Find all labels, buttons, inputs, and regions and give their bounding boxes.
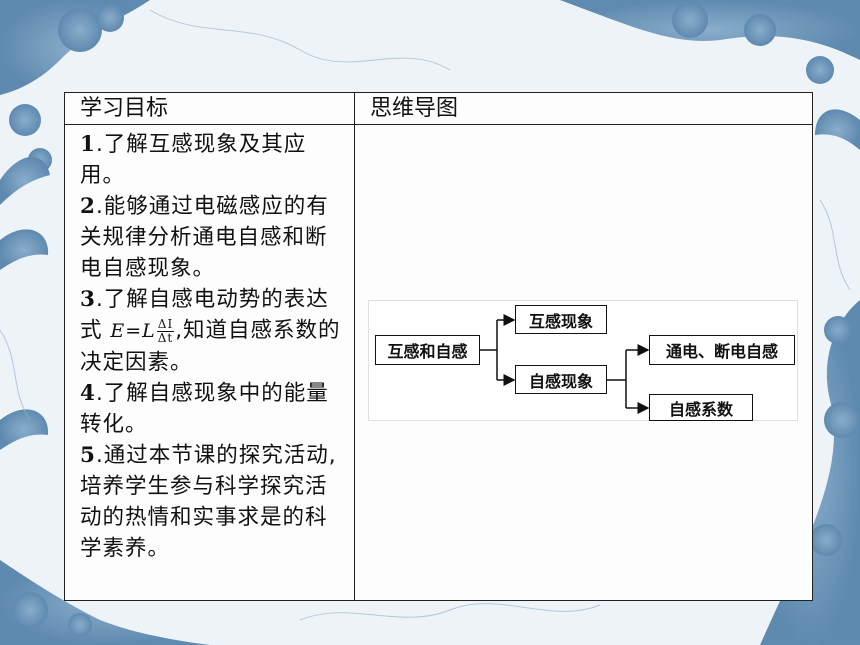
- header-learning-objectives: 学习目标: [80, 96, 169, 121]
- mind-map-connectors: [480, 314, 650, 414]
- formula-lhs: E=L: [110, 320, 156, 342]
- objective-text: .了解自感电动势的表达式: [80, 287, 329, 343]
- node-self-induction: 自感现象: [515, 365, 607, 394]
- column-divider: [354, 93, 355, 600]
- header-divider: [65, 124, 812, 125]
- objective-text: .能够通过电磁感应的有关规律分析通电自感和断电自感现象。: [80, 194, 329, 281]
- objective-text: .通过本节课的探究活动,培养学生参与科学探究活动的热情和实事求是的科学素养。: [80, 443, 337, 561]
- bottom-left-flourish: [0, 409, 210, 645]
- node-self-inductance: 自感系数: [649, 394, 753, 421]
- objective-number: 5: [80, 443, 96, 468]
- fraction-denominator: Δt: [157, 330, 174, 345]
- objectives-list: 1.了解互感现象及其应用。 2.能够通过电磁感应的有关规律分析通电自感和断电自感…: [80, 129, 348, 564]
- node-root: 互感和自感: [375, 335, 480, 365]
- top-left-flourish: [0, 0, 150, 270]
- objective-number: 1: [80, 132, 96, 157]
- mind-map-diagram: 互感和自感 互感现象 自感现象 通电、断电自感 自感系数: [368, 300, 798, 421]
- header-mind-map: 思维导图: [370, 96, 459, 121]
- objective-1: 1.了解互感现象及其应用。: [80, 129, 348, 191]
- objective-4: 4.了解自感现象中的能量转化。: [80, 378, 348, 440]
- bottom-right-flourish: [760, 300, 860, 645]
- top-right-flourish: [560, 0, 860, 150]
- objective-number: 4: [80, 381, 96, 406]
- swirl-lines: [0, 9, 851, 621]
- node-mutual-induction: 互感现象: [515, 305, 607, 334]
- objective-text: ,知道自感系数的决定因素。: [80, 318, 341, 375]
- fraction-numerator: ΔI: [156, 316, 175, 332]
- node-on-off-self-induction: 通电、断电自感: [649, 335, 795, 365]
- content-table: 学习目标 思维导图 1.了解互感现象及其应用。 2.能够通过电磁感应的有关规律分…: [64, 92, 813, 601]
- objective-2: 2.能够通过电磁感应的有关规律分析通电自感和断电自感现象。: [80, 191, 348, 284]
- objective-number: 2: [80, 194, 96, 219]
- objective-text: .了解互感现象及其应用。: [80, 132, 307, 188]
- objective-text: .了解自感现象中的能量转化。: [80, 381, 329, 437]
- objective-number: 3: [80, 287, 96, 312]
- objective-5: 5.通过本节课的探究活动,培养学生参与科学探究活动的热情和实事求是的科学素养。: [80, 440, 348, 564]
